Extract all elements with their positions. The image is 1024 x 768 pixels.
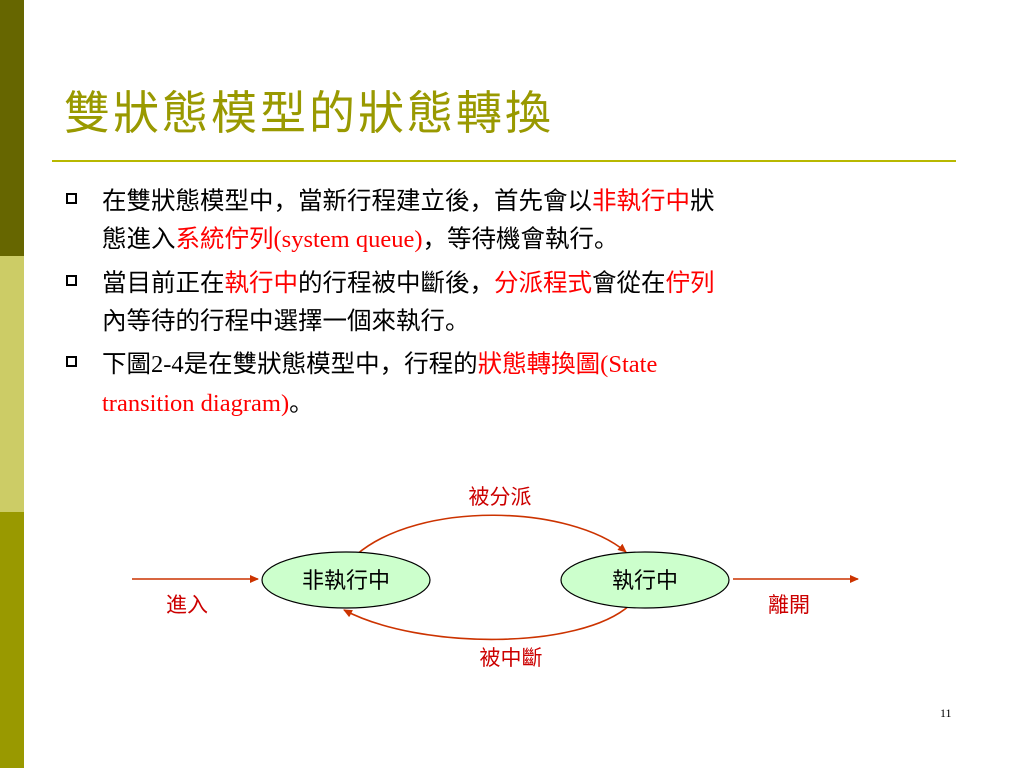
bullet-1-line-1: 在雙狀態模型中，當新行程建立後，首先會以非執行中狀 [102,182,964,220]
highlight-run: 狀態轉換圖 [477,349,601,378]
text-run: 的行程被中斷後， [298,268,494,297]
highlight-run: (system queue) [273,226,423,253]
highlight-run: (State [600,351,658,378]
running-state-node [560,551,730,609]
text-run: 會從在 [592,268,666,297]
slide-title: 雙狀態模型的狀態轉換 [64,86,554,140]
highlight-run: 佇列 [665,268,715,297]
text-run: 2-4 [151,351,184,378]
text-run: 。 [289,388,314,417]
interrupt-label: 被中斷 [480,646,543,670]
bullet-list: 在雙狀態模型中，當新行程建立後，首先會以非執行中狀 態進入系統佇列(system… [64,182,964,428]
square-bullet-icon [66,193,77,204]
text-run: 在雙狀態模型中，當新行程建立後，首先會以 [102,186,592,215]
text-run: 下圖 [102,349,151,378]
side-bar-top [0,0,24,256]
square-bullet-icon [66,275,77,286]
highlight-run: 分派程式 [494,268,592,297]
square-bullet-icon [66,356,77,367]
dispatch-arrow [355,514,627,556]
title-divider [52,160,956,162]
bullet-item-2: 當目前正在執行中的行程被中斷後，分派程式會從在佇列 內等待的行程中選擇一個來執行… [64,264,964,340]
bullet-2-line-2: 內等待的行程中選擇一個來執行。 [102,302,964,340]
bullet-3-line-1: 下圖2-4是在雙狀態模型中，行程的狀態轉換圖(State [102,345,964,384]
page-number: 11 [940,706,952,720]
text-run: 是在雙狀態模型中，行程的 [183,349,478,378]
running-state-label: 執行中 [612,569,678,594]
text-run: 態進入 [102,224,176,253]
highlight-run: 執行中 [224,268,299,297]
bullet-item-1: 在雙狀態模型中，當新行程建立後，首先會以非執行中狀 態進入系統佇列(system… [64,182,964,259]
exit-label: 離開 [768,593,810,617]
bullet-3-line-2: transition diagram)。 [102,384,964,423]
highlight-run: 系統佇列 [175,224,274,253]
bullet-item-3: 下圖2-4是在雙狀態模型中，行程的狀態轉換圖(State transition … [64,345,964,423]
side-bar-middle [0,256,24,512]
not-running-state-label: 非執行中 [302,569,390,594]
enter-label: 進入 [166,593,208,617]
highlight-run: 非執行中 [592,186,690,215]
dispatch-label: 被分派 [469,485,532,509]
highlight-run: transition diagram) [102,390,290,417]
bullet-2-line-1: 當目前正在執行中的行程被中斷後，分派程式會從在佇列 [102,264,964,302]
bullet-1-line-2: 態進入系統佇列(system queue)，等待機會執行。 [102,220,964,259]
interrupt-arrow [343,604,631,641]
text-run: ，等待機會執行。 [422,224,619,253]
text-run: 當目前正在 [102,268,225,297]
text-run: 內等待的行程中選擇一個來執行。 [102,306,470,335]
text-run: 狀 [690,186,715,215]
side-bar-bottom [0,512,24,768]
not-running-state-node [261,551,431,609]
